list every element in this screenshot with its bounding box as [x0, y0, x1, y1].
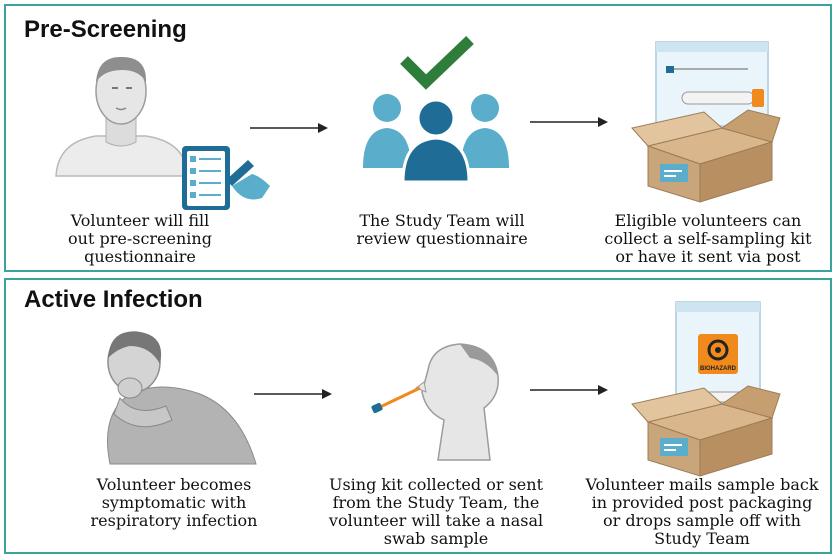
person-bust-icon — [55, 56, 189, 177]
arrow-right-icon — [530, 385, 608, 395]
step-caption: Eligible volunteers can collect a self-s… — [604, 211, 812, 266]
sampling-kit-box-icon — [631, 41, 781, 203]
biohazard-label: BIOHAZARD — [700, 366, 737, 372]
arrow-right-icon — [250, 123, 328, 133]
step-caption: Volunteer becomes symptomatic with respi… — [90, 475, 258, 530]
study-team-icon — [363, 94, 509, 184]
nasal-swab-person-icon — [371, 343, 499, 461]
active-infection-panel: Active Infection BIOHAZARD — [4, 278, 832, 554]
step-caption: Using kit collected or sent from the Stu… — [328, 475, 544, 548]
pre-screening-panel: Pre-Screening — [4, 4, 832, 272]
panel-title: Active Infection — [24, 286, 203, 313]
arrow-right-icon — [254, 389, 332, 399]
step-caption: Volunteer mails sample back in provided … — [585, 475, 819, 548]
panel-title: Pre-Screening — [24, 16, 187, 43]
checkmark-icon — [400, 36, 474, 90]
coughing-person-icon — [107, 331, 257, 465]
step-caption: The Study Team will review questionnaire — [356, 211, 528, 248]
biohazard-kit-box-icon: BIOHAZARD — [631, 301, 781, 477]
questionnaire-clipboard-icon — [182, 146, 270, 210]
step-caption: Volunteer will fill out pre-screening qu… — [68, 211, 212, 266]
arrow-right-icon — [530, 117, 608, 127]
